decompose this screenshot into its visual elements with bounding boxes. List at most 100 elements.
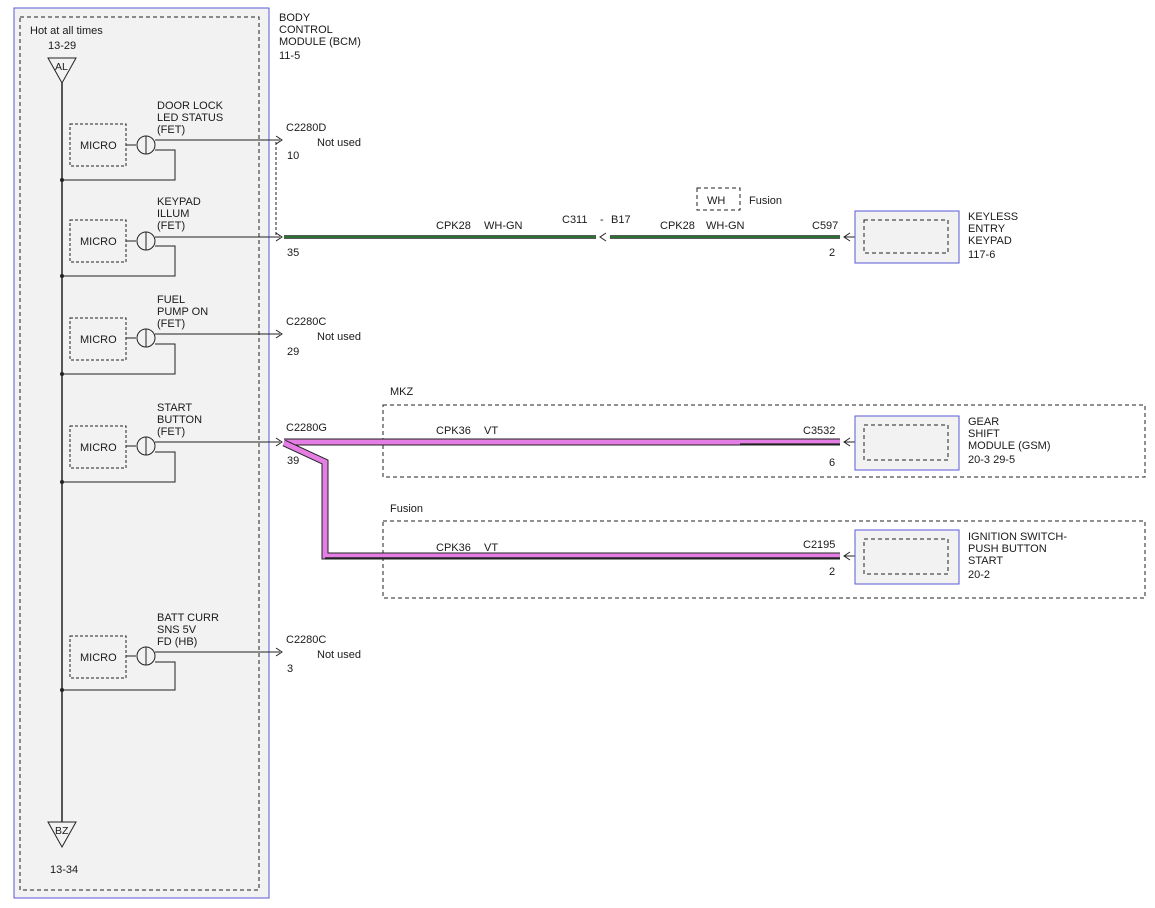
top-ref: 13-29 [48,40,76,52]
connector-label: C2280G [286,422,327,434]
status-label: Not used [317,649,361,661]
ignition-module-inner [863,538,949,575]
option-label: Fusion [749,195,782,207]
gsm-module-2: SHIFT [968,428,1000,440]
pin-label: 10 [287,150,299,162]
connector-label: C2280C [286,634,326,646]
circuit-name-2: LED STATUS [157,112,223,124]
color-right: WH-GN [706,220,745,232]
inline-connector: C311 [562,214,587,226]
gsm-end-connector: C3532 [803,425,835,437]
ignition-end-pin: 2 [829,566,835,578]
circuit-name-1: START [157,402,192,414]
terminal-al-icon [47,57,77,85]
mkz-label: MKZ [390,386,414,398]
circuit-fuel-pump: MICRO FUEL PUMP ON (FET) C2280C Not used… [60,294,361,376]
circuit-name-1: BATT CURR [157,612,219,624]
micro-box [69,317,127,361]
gsm-module-inner [863,424,949,461]
terminal-bz: BZ [55,825,69,837]
circuit-name-3: FD (HB) [157,636,197,648]
end-pin: 2 [829,247,835,259]
end-connector: C597 [812,220,838,232]
keypad-module-1: KEYLESS [968,211,1018,223]
inline-connector-icon [599,232,607,242]
micro-box [69,425,127,469]
connector-arrow-icon [275,135,283,145]
connector-label: C2280C [286,316,326,328]
ignition-circuit: CPK36 [436,542,471,554]
circuit-batt-curr: MICRO BATT CURR SNS 5V FD (HB) C2280C No… [60,612,361,692]
circuit-name-1: KEYPAD [157,196,201,208]
circuit-name-1: DOOR LOCK [157,100,224,112]
micro-label: MICRO [80,334,117,346]
pin-label: 3 [287,663,293,675]
gsm-module-ref: 20-3 29-5 [968,454,1015,466]
ignition-color: VT [484,542,498,554]
bcm-title-1: BODY [279,12,311,24]
ignition-module-ref: 20-2 [968,569,990,581]
circuit-name-2: PUMP ON [157,306,208,318]
option-box-label: WH [707,195,725,207]
micro-box [69,635,127,679]
gsm-module-box [854,415,960,471]
ignition-module-3: START [968,555,1003,567]
ignition-module-1: IGNITION SWITCH- [968,531,1067,543]
gsm-end-pin: 6 [829,457,835,469]
pin-label: 29 [287,346,299,358]
color-left: WH-GN [484,220,523,232]
circuit-left: CPK28 [436,220,471,232]
terminal-bz-icon [47,821,77,849]
bcm-title-2: CONTROL [279,24,333,36]
circuit-name-2: SNS 5V [157,624,197,636]
wire-violet-ignition [282,440,840,559]
circuit-name-2: BUTTON [157,414,202,426]
gsm-module-1: GEAR [968,416,999,428]
circuit-name-2: ILLUM [157,208,189,220]
bcm-title-3: MODULE (BCM) [279,36,361,48]
circuit-start-button: MICRO START BUTTON (FET) C2280G 39 [60,402,327,484]
circuit-name-3: (FET) [157,426,185,438]
keypad-module-2: ENTRY [968,223,1006,235]
violet-wires [282,438,840,560]
circuit-name-3: (FET) [157,124,185,136]
pin-label: 35 [287,247,299,259]
hot-label: Hot at all times [30,25,103,37]
circuit-name-1: FUEL [157,294,185,306]
circuit-right: CPK28 [660,220,695,232]
bottom-ref: 13-34 [50,864,78,876]
gsm-module-3: MODULE (GSM) [968,440,1051,452]
micro-label: MICRO [80,442,117,454]
keypad-module-box [854,210,960,264]
connector-arrow-icon [275,647,283,657]
micro-label: MICRO [80,140,117,152]
connector-label: C2280D [286,122,326,134]
ignition-end-connector: C2195 [803,539,835,551]
circuit-keypad-illum: MICRO KEYPAD ILLUM (FET) 35 [60,196,299,278]
terminal-al: AL [55,61,68,73]
inline-pin: B17 [611,214,631,226]
keypad-module-inner [863,219,949,254]
bcm-inner-dashed [19,16,260,891]
connector-arrow-icon [275,329,283,339]
circuit-door-lock: MICRO DOOR LOCK LED STATUS (FET) C2280D … [60,100,361,182]
circuit-name-3: (FET) [157,220,185,232]
gsm-color: VT [484,425,498,437]
status-label: Not used [317,331,361,343]
connector-arrow-icon [275,437,283,447]
bcm-module-box [13,7,270,899]
connector-arrow-icon [275,232,283,242]
option-box [696,187,741,211]
circuit-name-3: (FET) [157,318,185,330]
keypad-module-ref: 117-6 [968,249,995,261]
keypad-wire: CPK28 WH-GN C311 - B17 CPK28 WH-GN WH Fu… [284,187,864,259]
micro-label: MICRO [80,652,117,664]
bcm-title-ref: 11-5 [279,50,300,62]
inline-dash: - [600,214,604,226]
status-label: Not used [317,137,361,149]
ignition-module-box [854,529,960,585]
ignition-module-2: PUSH BUTTON [968,543,1047,555]
fusion-label: Fusion [390,503,423,515]
gsm-circuit: CPK36 [436,425,471,437]
